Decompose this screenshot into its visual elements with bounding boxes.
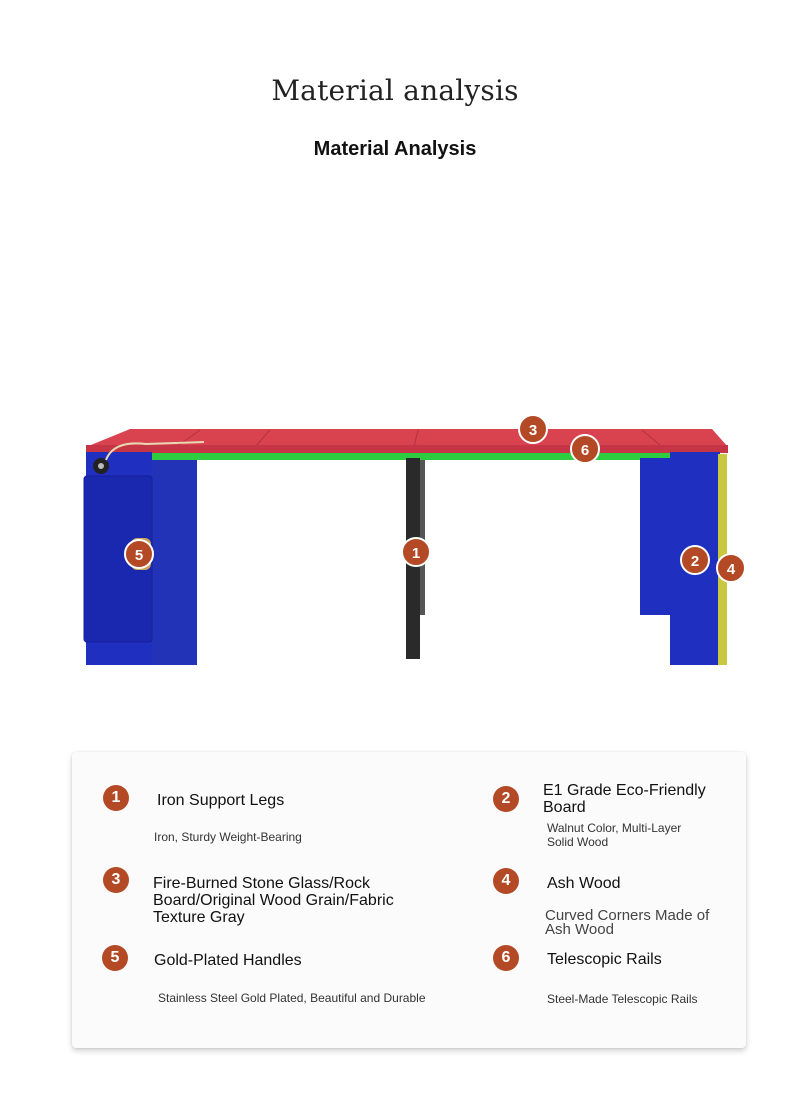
material-title-iron-legs: Iron Support Legs — [157, 792, 285, 809]
material-title-ash-wood: Ash Wood — [547, 875, 621, 892]
material-title-stone-glass: Fire-Burned Stone Glass/Rock Board/Origi… — [153, 875, 394, 926]
iron-support-leg-back — [420, 460, 425, 615]
tabletop-seam — [175, 429, 201, 448]
page-subtitle: Material Analysis — [313, 138, 477, 160]
tabletop-seam — [641, 429, 663, 448]
left-cabinet-side — [152, 460, 197, 665]
tabletop — [86, 429, 728, 447]
callout-2: 2 — [680, 545, 710, 575]
tabletop-seam — [413, 429, 419, 448]
svg-text:3: 3 — [529, 422, 537, 439]
svg-text:2: 2 — [691, 553, 699, 570]
svg-text:5: 5 — [135, 547, 143, 564]
badge-2: 2 — [493, 786, 519, 812]
badge-6: 6 — [493, 945, 519, 971]
material-title-handles: Gold-Plated Handles — [154, 952, 302, 969]
svg-text:6: 6 — [581, 442, 589, 459]
table-illustration: 1 2 3 4 5 6 — [83, 414, 746, 665]
material-desc-rails: Steel-Made Telescopic Rails — [547, 992, 698, 1006]
material-desc-iron-legs: Iron, Sturdy Weight-Bearing — [154, 830, 302, 844]
badge-4: 4 — [493, 868, 519, 894]
svg-text:4: 4 — [727, 561, 736, 578]
svg-text:1: 1 — [412, 545, 420, 562]
material-desc-ash-wood: Curved Corners Made of Ash Wood — [545, 907, 710, 938]
material-title-rails: Telescopic Rails — [547, 951, 662, 968]
tabletop-front — [86, 445, 728, 453]
page-title: Material analysis — [271, 74, 519, 107]
material-desc-handles: Stainless Steel Gold Plated, Beautiful a… — [158, 991, 426, 1005]
power-socket-inner — [98, 463, 104, 469]
callout-1: 1 — [401, 537, 431, 567]
power-cable — [105, 441, 205, 461]
callout-5: 5 — [124, 539, 154, 569]
telescopic-rail — [152, 453, 670, 460]
badge-1: 1 — [103, 785, 129, 811]
callout-3: 3 — [518, 414, 548, 444]
material-title-eco-board: E1 Grade Eco-Friendly Board — [543, 782, 706, 816]
badge-3: 3 — [103, 867, 129, 893]
material-desc-eco-board: Walnut Color, Multi-Layer Solid Wood — [547, 821, 682, 849]
callout-6: 6 — [570, 434, 600, 464]
badge-5: 5 — [102, 945, 128, 971]
tabletop-seam — [254, 429, 271, 448]
materials-card: 1 Iron Support Legs Iron, Sturdy Weight-… — [72, 752, 746, 1048]
callout-4: 4 — [716, 553, 746, 583]
right-cabinet-inner — [640, 458, 670, 615]
